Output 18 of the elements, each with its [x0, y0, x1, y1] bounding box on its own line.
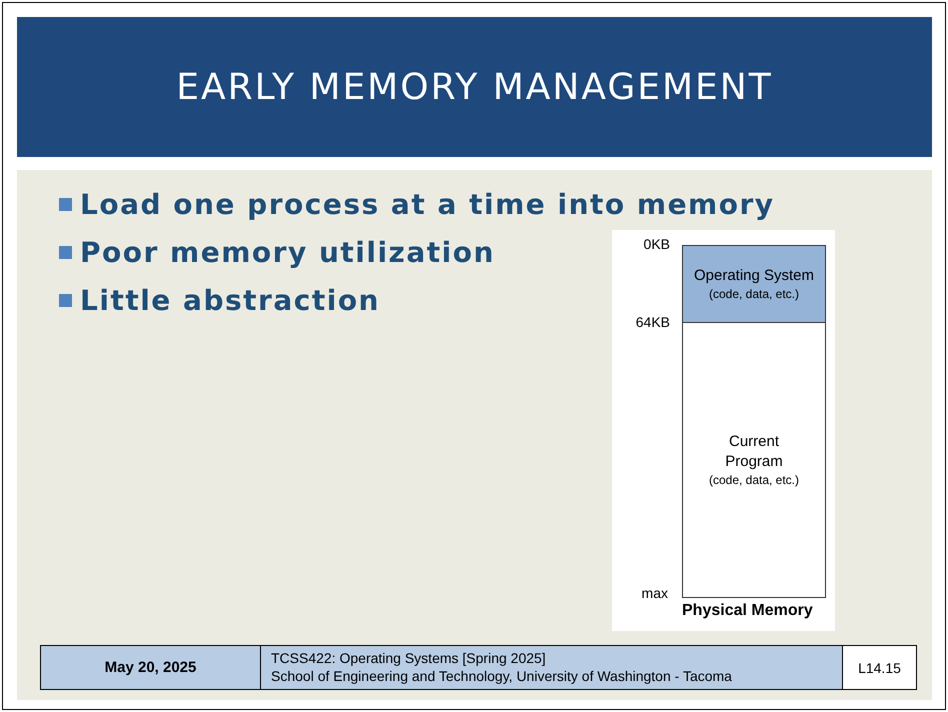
course-text: TCSS422: Operating Systems [Spring 2025]	[271, 650, 546, 666]
figure-caption: Physical Memory	[682, 602, 813, 620]
school-text: School of Engineering and Technology, University of Washington - Tacoma	[271, 668, 732, 684]
region-title: Current Program	[724, 432, 784, 472]
bullet-text: Load one process at a time into memory	[80, 188, 775, 221]
program-region	[682, 322, 826, 598]
address-label: 64KB	[636, 314, 670, 330]
bullet-text: Little abstraction	[80, 284, 380, 317]
date-cell: May 20, 2025	[40, 645, 261, 690]
bullet-text: Poor memory utilization	[80, 236, 495, 269]
os-region	[682, 245, 826, 323]
region-note: (code, data, etc.)	[708, 472, 800, 488]
region-note: (code, data, etc.)	[708, 286, 800, 302]
address-label: max	[642, 585, 668, 601]
slide-number-cell: L14.15	[842, 645, 917, 690]
region-title: Operating System	[694, 266, 814, 286]
slide-title: EARLY MEMORY MANAGEMENT	[176, 66, 773, 108]
address-label: 0KB	[644, 236, 670, 252]
